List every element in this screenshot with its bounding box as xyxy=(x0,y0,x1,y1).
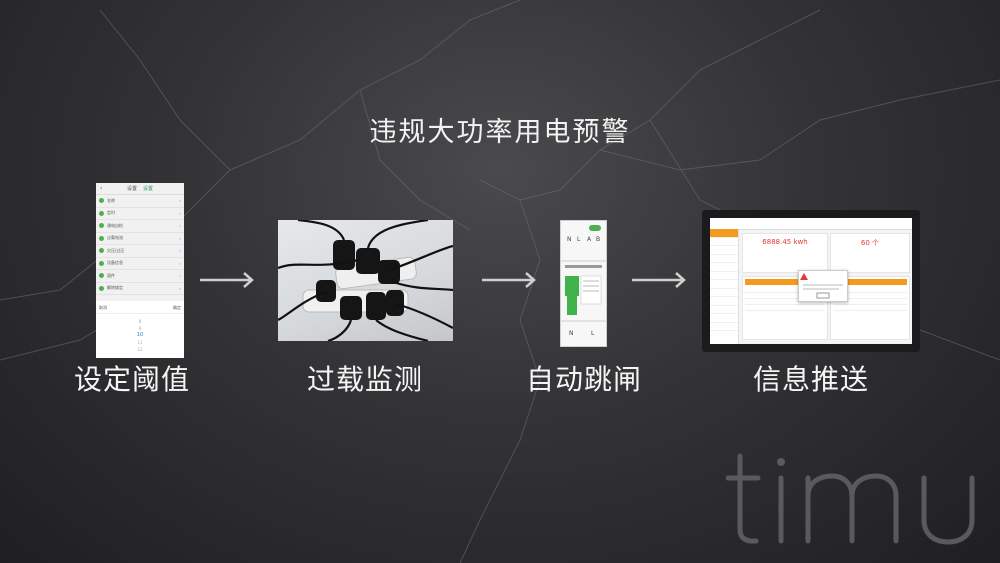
svg-text:L: L xyxy=(577,236,581,243)
dashboard-topbar xyxy=(710,218,912,230)
svg-text:A: A xyxy=(587,236,592,243)
dashboard-sidebar xyxy=(710,229,739,344)
step-label-auto-trip: 自动跳闸 xyxy=(525,363,642,396)
management-dashboard-monitor: 6888.45 kwh 60 个 xyxy=(702,210,920,352)
overloaded-power-strip-photo xyxy=(278,220,453,341)
step-label-set-threshold: 设定阈值 xyxy=(73,363,190,396)
arrow-right-icon xyxy=(200,270,256,290)
svg-text:L: L xyxy=(591,330,595,337)
count-value: 60 个 xyxy=(860,239,880,247)
arrow-right-icon xyxy=(482,270,538,290)
alert-popup xyxy=(798,270,848,302)
svg-text:N: N xyxy=(569,330,574,337)
smart-circuit-breaker-image: N L A B N L xyxy=(560,220,607,347)
svg-text:N: N xyxy=(567,236,572,243)
timu-logo xyxy=(725,438,986,548)
energy-value: 6888.45 kwh xyxy=(762,238,808,246)
arrow-right-icon xyxy=(632,270,688,290)
step-label-info-push: 信息推送 xyxy=(752,363,869,396)
step-label-overload-monitor: 过载监测 xyxy=(306,363,423,396)
phone-settings-screenshot: ‹设置设置 名称› 定时› 通电自检› 过载电流› 欠压/过压› 设备信息› 固… xyxy=(96,183,184,358)
page-title: 违规大功率用电预警 xyxy=(369,117,631,148)
svg-text:B: B xyxy=(596,236,600,243)
